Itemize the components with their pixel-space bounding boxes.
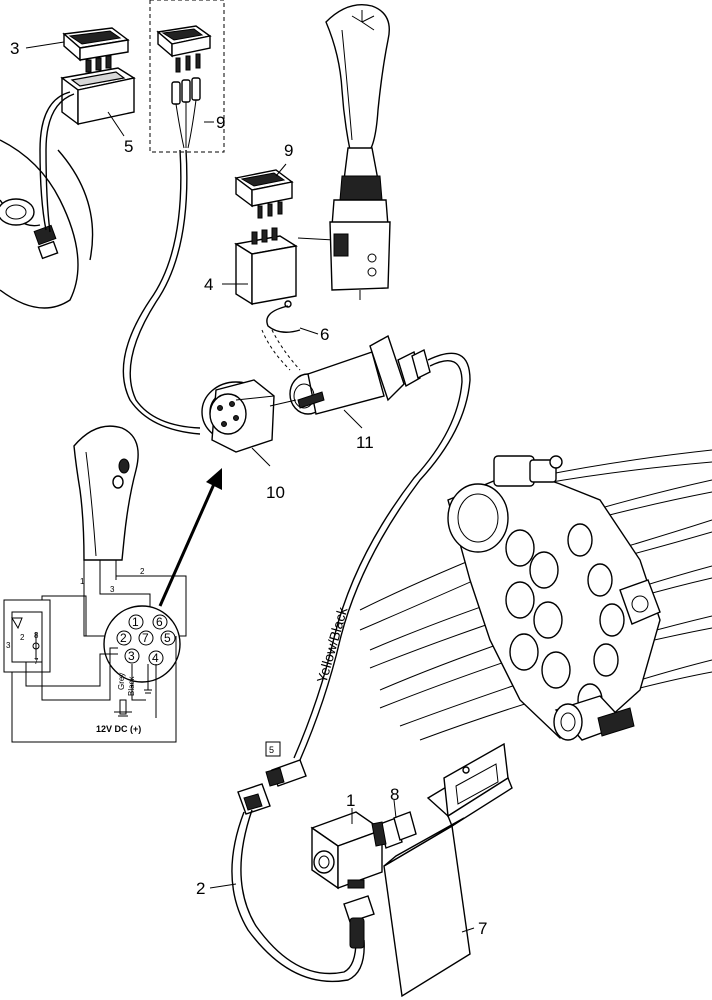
- callout-6: 6: [320, 325, 329, 344]
- switch-pin-8: 8: [34, 631, 39, 640]
- fitting-8: [371, 811, 417, 849]
- pin-5: 5: [164, 631, 171, 645]
- wire-number-1: 1: [80, 577, 85, 586]
- switch-holder-5: [60, 67, 136, 126]
- valve-spools: [505, 523, 661, 717]
- callout-5: 5: [124, 137, 133, 156]
- wire-number-2: 2: [140, 567, 145, 576]
- callout-11: 11: [356, 433, 374, 452]
- rocker-switch-9-detail: [156, 25, 212, 149]
- pin-3: 3: [128, 649, 135, 663]
- grey-wire-label: Grey: [117, 673, 126, 690]
- callout-8: 8: [390, 785, 399, 804]
- switch-pin-3: 3: [6, 641, 11, 650]
- switch-pin-7: 7: [34, 657, 39, 666]
- callout-1: 1: [346, 791, 355, 810]
- pin-1: 1: [132, 615, 139, 629]
- bracket-7: [383, 742, 513, 998]
- connector-5: [265, 759, 307, 787]
- callout-5-boxed: 5: [269, 745, 274, 755]
- dashboard-outline: [0, 139, 94, 309]
- plug-11: [289, 334, 431, 415]
- valve-bank: [359, 449, 712, 741]
- callout-2: 2: [196, 879, 205, 898]
- callout-10: 10: [266, 483, 285, 502]
- callout-9: 9: [284, 141, 293, 160]
- callout-7: 7: [478, 919, 487, 938]
- solenoid-1: [310, 811, 384, 890]
- wire-number-3: 3: [110, 585, 115, 594]
- pin-7: 7: [142, 631, 149, 645]
- pin-6: 6: [156, 615, 163, 629]
- wiring-schematic: [3, 575, 187, 743]
- detail-box-switch-9: [149, 0, 225, 153]
- callout-9-detail: 9: [216, 113, 225, 132]
- gear-knob: [73, 425, 139, 580]
- black-wire-label: Black: [127, 675, 136, 696]
- supply-voltage-label: 12V DC (+): [96, 724, 141, 734]
- callout-4: 4: [204, 275, 213, 294]
- switch-pin-2: 2: [20, 633, 25, 642]
- cable-color-label: Yellow/Black: [314, 604, 351, 684]
- harness-2: [231, 783, 375, 983]
- socket-10: [201, 379, 275, 453]
- callout-3: 3: [10, 39, 19, 58]
- rocker-switch-3: [62, 27, 130, 73]
- callout-box-5: [265, 741, 281, 757]
- wire-6: [261, 305, 301, 371]
- pin-4: 4: [152, 651, 159, 665]
- control-module-4: [234, 227, 298, 308]
- direction-arrows-icon: [351, 10, 375, 31]
- joystick-lever: [325, 4, 391, 300]
- rocker-switch-9: [234, 169, 294, 219]
- pin-2: 2: [120, 631, 127, 645]
